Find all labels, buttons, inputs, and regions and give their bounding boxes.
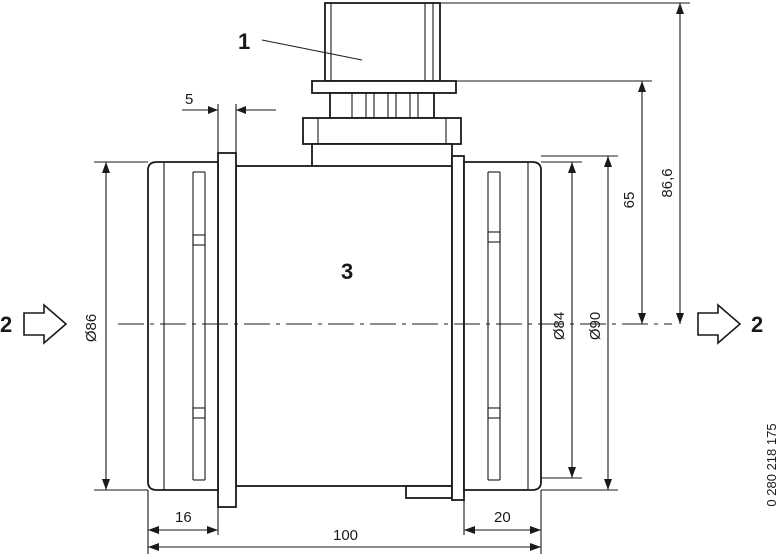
dim-center-to-flange	[456, 80, 652, 324]
callout-flow-out: 2	[751, 312, 763, 337]
label-total-length: 100	[333, 527, 358, 544]
label-flange-thickness: 5	[185, 91, 193, 108]
label-inlet-diameter: Ø86	[83, 314, 100, 342]
dim-total-length	[148, 543, 541, 551]
label-center-to-flange: 65	[621, 192, 638, 209]
label-inlet-length: 16	[175, 509, 192, 526]
dim-inlet-length	[147, 490, 219, 554]
dim-connector-height	[440, 2, 690, 324]
connector-leader	[261, 39, 363, 61]
flow-out-arrow	[697, 303, 742, 345]
flow-in-arrow	[23, 303, 68, 345]
callout-connector: 1	[238, 29, 250, 54]
dim-flange-thickness	[182, 104, 276, 153]
label-outlet-inner: Ø84	[551, 312, 568, 340]
label-connector-height: 86,6	[659, 168, 676, 197]
label-outlet-length: 20	[494, 509, 511, 526]
connector	[302, 2, 462, 173]
dim-outlet-inner	[541, 161, 582, 479]
callout-housing: 3	[341, 259, 353, 284]
callout-flow-in: 2	[0, 312, 12, 337]
dim-outlet-outer	[541, 155, 618, 491]
label-outlet-outer: Ø90	[587, 312, 604, 340]
dim-inlet-diameter	[94, 161, 148, 491]
housing	[147, 152, 542, 508]
dim-outlet-length	[463, 490, 542, 554]
part-number: 0 280 218 175	[764, 423, 779, 506]
